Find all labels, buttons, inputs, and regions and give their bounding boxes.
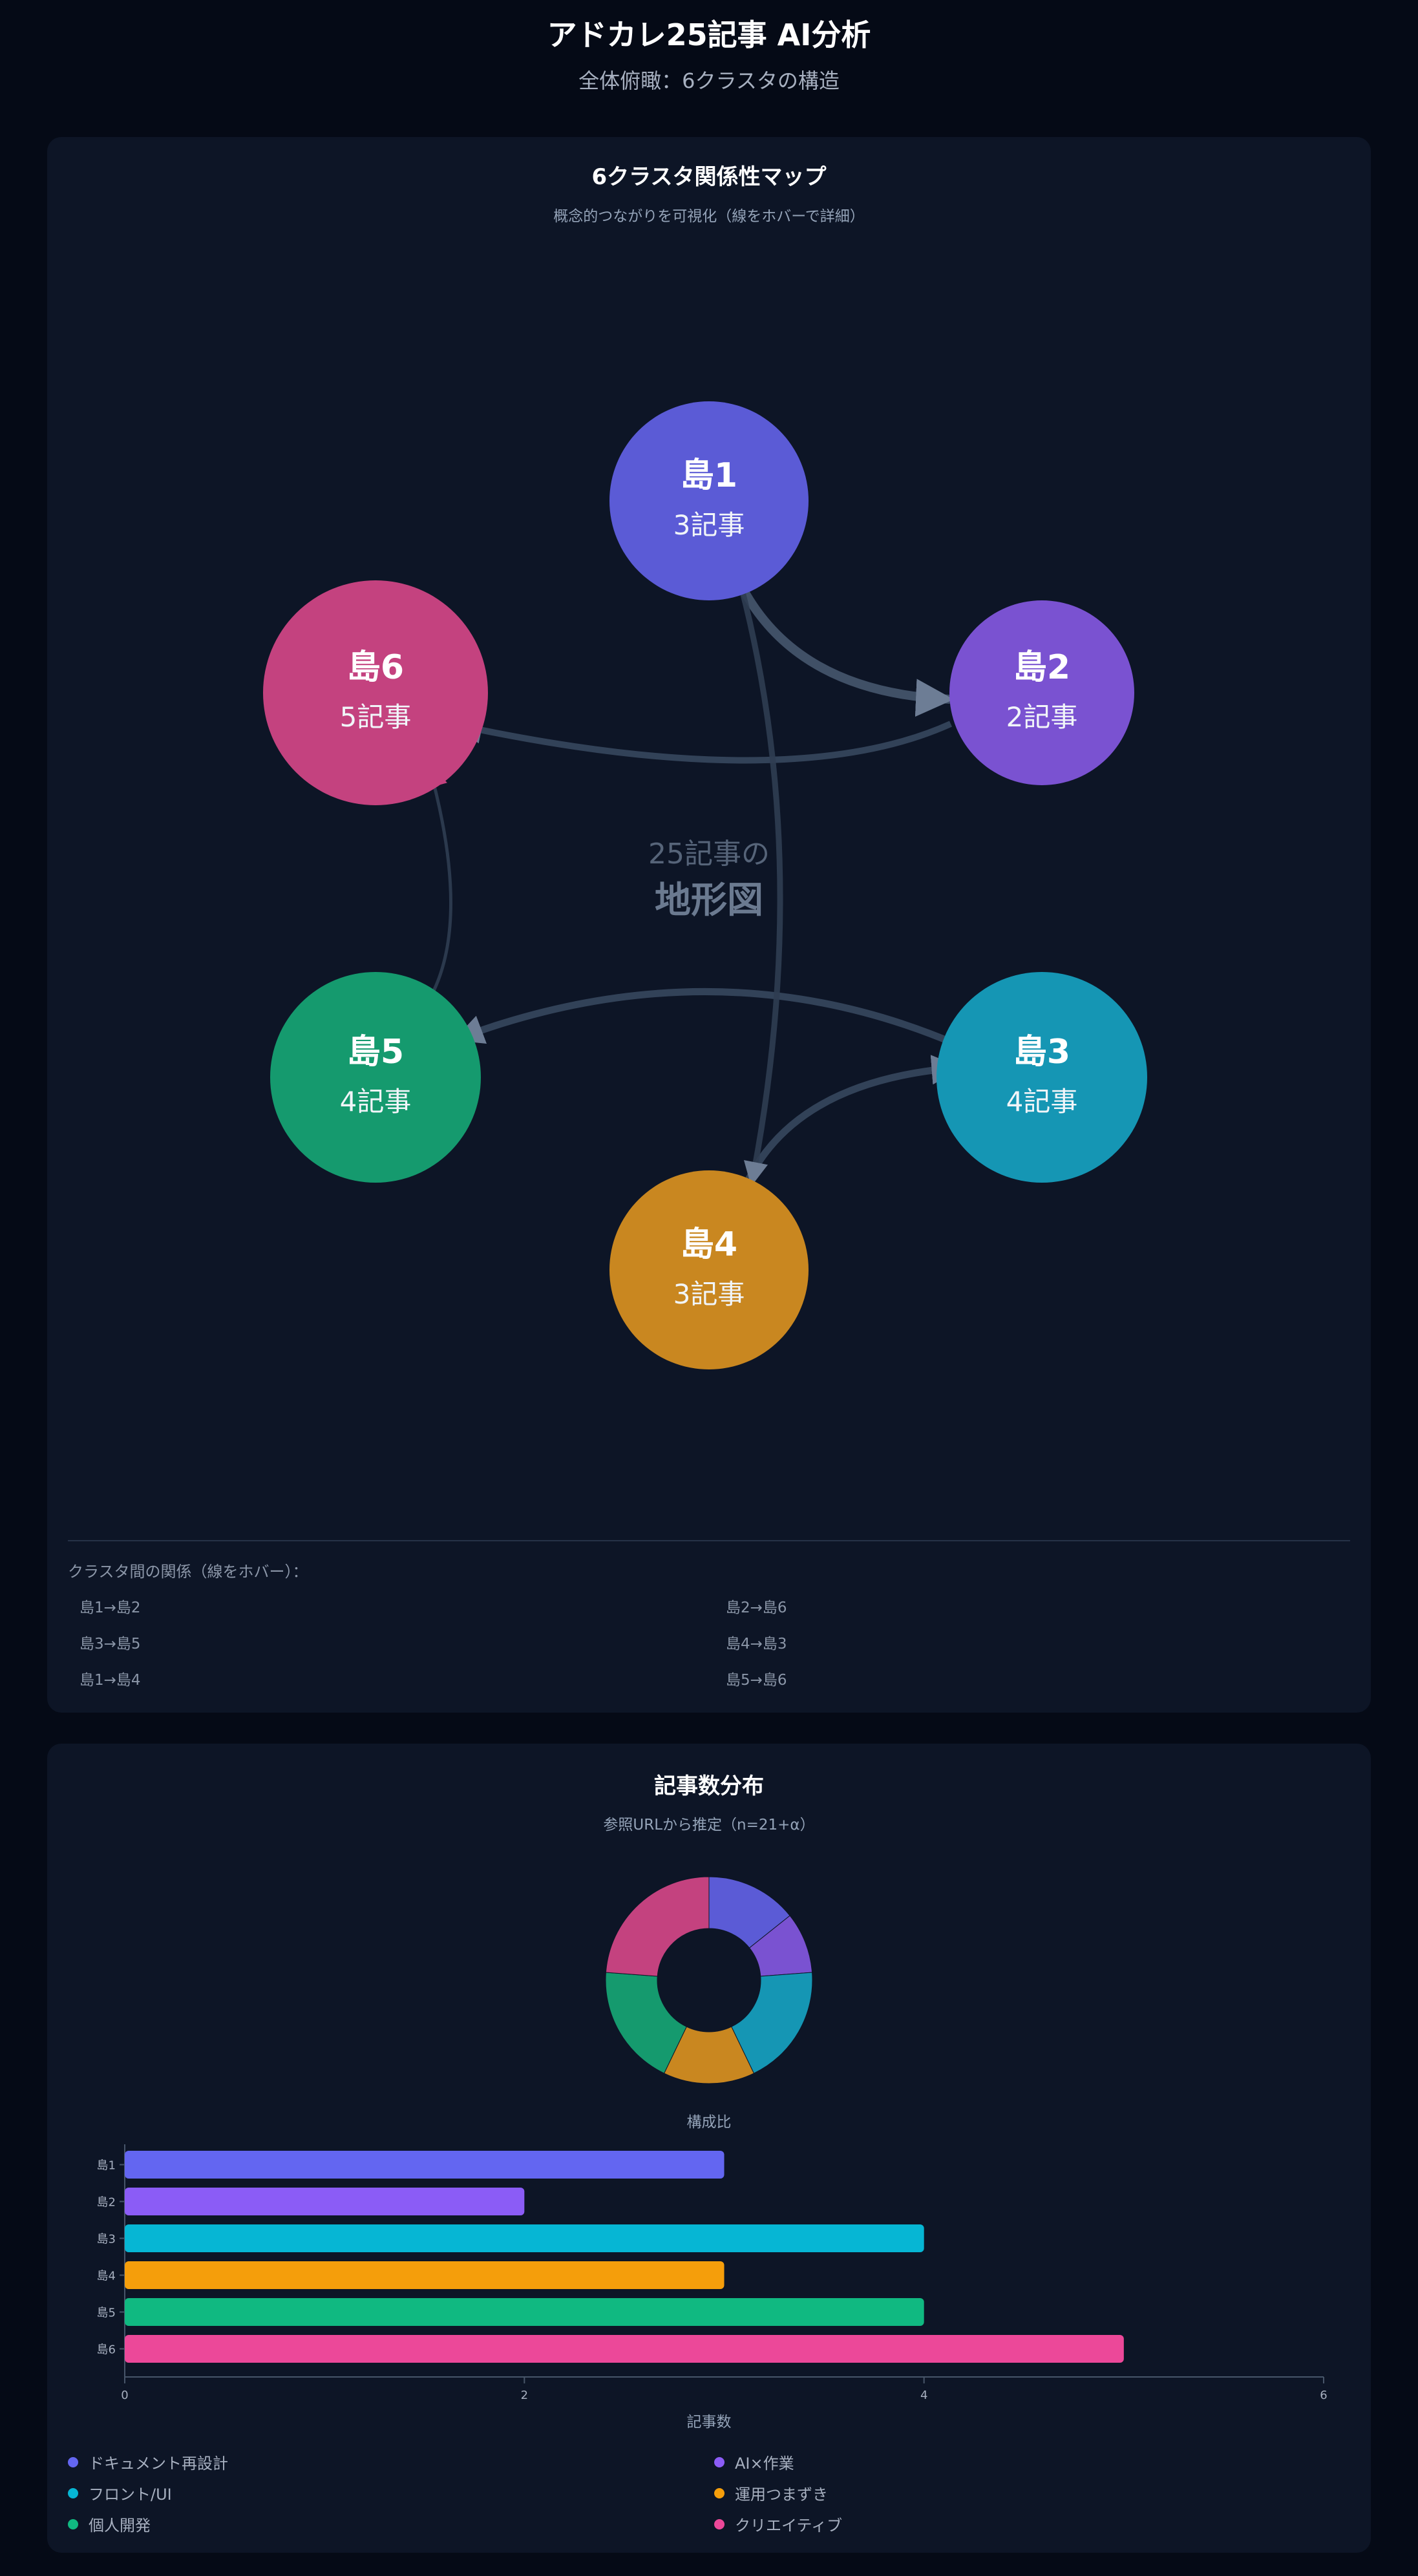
legend-item-1[interactable]: AI×作業 <box>714 2451 794 2473</box>
legend-dot <box>68 2456 78 2467</box>
cluster-map-title: 6クラスタ関係性マップ <box>591 164 827 190</box>
y-tick-label: 島5 <box>97 2307 116 2320</box>
cluster-map-card: 6クラスタ関係性マップ 概念的つながりを可視化（線をホバーで詳細） 25記事の … <box>47 137 1371 1713</box>
legend-item-5[interactable]: クリエイティブ <box>714 2513 842 2535</box>
edge-4-3[interactable] <box>741 1055 962 1188</box>
cluster-map-subtitle: 概念的つながりを可視化（線をホバーで詳細） <box>553 208 865 225</box>
distribution-subtitle: 参照URLから推定（n=21+α） <box>603 1817 815 1833</box>
y-tick-label: 島4 <box>97 2270 116 2283</box>
map-center-line1: 25記事の <box>648 838 770 871</box>
edge-5-6[interactable] <box>422 761 452 1004</box>
cluster-node-label: 島1 <box>681 456 737 495</box>
cluster-node-count: 4記事 <box>340 1086 412 1117</box>
cluster-node-circle[interactable] <box>270 972 481 1183</box>
bar-島1[interactable] <box>125 2151 725 2179</box>
legend-item-4[interactable]: 個人開発 <box>68 2513 151 2535</box>
x-tick-label: 2 <box>521 2389 528 2402</box>
cluster-node-count: 2記事 <box>1006 701 1078 733</box>
legend-label: AI×作業 <box>735 2455 794 2473</box>
x-tick-label: 0 <box>121 2389 128 2402</box>
bar-島6[interactable] <box>125 2335 1124 2363</box>
edge-2-6[interactable] <box>454 717 953 764</box>
page-title: アドカレ25記事 AI分析 <box>547 17 871 52</box>
cluster-node-circle[interactable] <box>949 600 1134 785</box>
relation-item[interactable]: 島3→島5 <box>79 1636 141 1652</box>
bar-島3[interactable] <box>125 2224 924 2252</box>
legend-dot <box>714 2518 725 2529</box>
y-tick-label: 島6 <box>97 2343 116 2357</box>
y-tick-label: 島1 <box>97 2159 116 2173</box>
donut-slice-島5[interactable] <box>605 1972 687 2074</box>
cluster-node-label: 島5 <box>347 1033 404 1072</box>
relation-item[interactable]: 島5→島6 <box>726 1672 787 1689</box>
relation-item[interactable]: 島1→島2 <box>79 1599 141 1616</box>
cluster-node-label: 島6 <box>347 648 404 687</box>
cluster-node-count: 5記事 <box>340 701 412 733</box>
legend-dot <box>714 2487 725 2498</box>
donut-slice-島3[interactable] <box>731 1972 813 2074</box>
edge-1-4[interactable] <box>739 588 783 1187</box>
y-tick-label: 島3 <box>97 2233 116 2246</box>
distribution-card: 記事数分布 参照URLから推定（n=21+α） 島1 島2 島3 島4 島5 島6 0 2 4 6… <box>47 1744 1371 2553</box>
cluster-node-label: 島3 <box>1013 1033 1070 1072</box>
legend-item-3[interactable]: 運用つまずき <box>714 2482 828 2504</box>
page-subtitle: 全体俯瞰：6クラスタの構造 <box>578 69 840 93</box>
y-tick-label: 島2 <box>97 2196 116 2210</box>
legend-label: ドキュメント再設計 <box>89 2455 228 2473</box>
legend-dot <box>68 2518 78 2529</box>
bar-島2[interactable] <box>125 2188 525 2215</box>
x-tick-label: 4 <box>920 2389 927 2402</box>
legend-dot <box>68 2487 78 2498</box>
cluster-node-circle[interactable] <box>937 972 1147 1183</box>
legend-label: フロント/UI <box>89 2486 172 2504</box>
donut-chart <box>605 1876 813 2084</box>
legend-item-2[interactable]: フロント/UI <box>68 2482 172 2504</box>
cluster-node-label: 島4 <box>681 1225 737 1264</box>
legend-dot <box>714 2456 725 2467</box>
legend-label: クリエイティブ <box>735 2517 843 2535</box>
distribution-svg: 島1 島2 島3 島4 島5 島6 0 2 4 6 <box>97 1876 1328 2402</box>
legend-label: 運用つまずき <box>735 2486 828 2504</box>
legend-label: 個人開発 <box>89 2517 151 2535</box>
relation-item[interactable]: 島1→島4 <box>79 1672 141 1689</box>
relations-title: クラスタ間の関係（線をホバー）： <box>68 1563 308 1581</box>
cluster-node-circle[interactable] <box>263 580 488 805</box>
edge-3-5[interactable] <box>453 987 958 1048</box>
cluster-node-label: 島2 <box>1013 648 1070 687</box>
donut-slice-島6[interactable] <box>605 1876 710 1977</box>
relation-item[interactable]: 島2→島6 <box>726 1599 787 1616</box>
relation-item[interactable]: 島4→島3 <box>726 1636 787 1652</box>
cluster-node-count: 4記事 <box>1006 1086 1078 1117</box>
cluster-node-circle[interactable] <box>609 401 809 600</box>
bar-島4[interactable] <box>125 2261 725 2289</box>
cluster-node-count: 3記事 <box>673 509 745 541</box>
cluster-node-count: 3記事 <box>673 1278 745 1310</box>
x-tick-label: 6 <box>1320 2389 1327 2402</box>
map-center-line2: 地形図 <box>655 880 763 922</box>
distribution-title: 記事数分布 <box>654 1773 764 1799</box>
bar-島5[interactable] <box>125 2298 924 2326</box>
bar-chart: 島1 島2 島3 島4 島5 島6 0 2 4 6 <box>97 2144 1328 2402</box>
x-axis-label: 記事数 <box>686 2414 732 2431</box>
edge-1-2[interactable] <box>739 587 954 717</box>
legend-item-0[interactable]: ドキュメント再設計 <box>68 2451 228 2473</box>
relations-divider <box>68 1540 1350 1541</box>
donut-caption: 構成比 <box>686 2114 732 2131</box>
cluster-node-circle[interactable] <box>609 1170 809 1369</box>
